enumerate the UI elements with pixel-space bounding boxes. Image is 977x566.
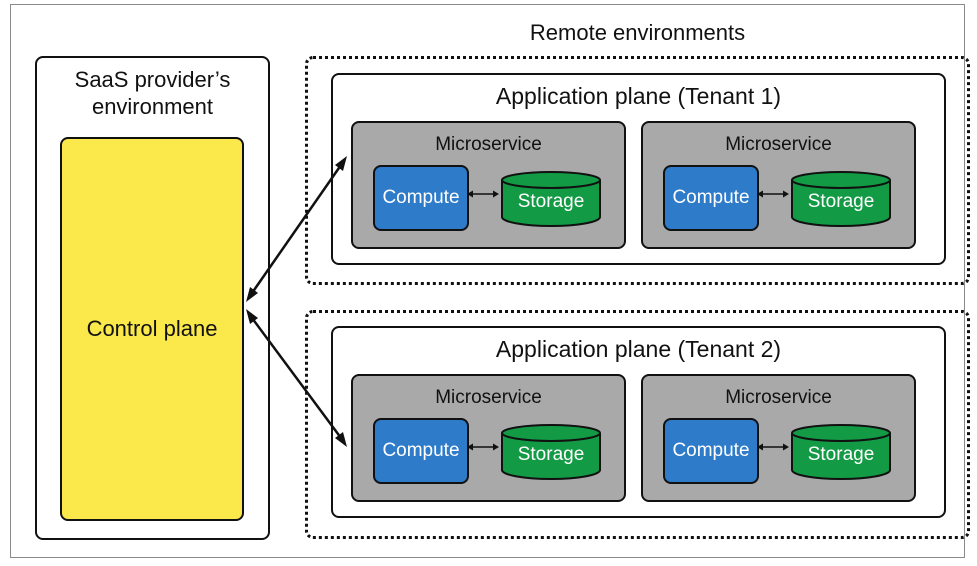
storage-cylinder: Storage [791,171,891,227]
microservice-box: Microservice Compute Storage [641,374,916,502]
storage-label: Storage [517,444,585,465]
storage-label: Storage [807,191,875,212]
compute-box: Compute [373,165,469,231]
compute-box: Compute [373,418,469,484]
compute-box: Compute [663,165,759,231]
compute-storage-link-arrow [757,443,789,451]
microservice-title: Microservice [725,387,832,408]
microservice-title: Microservice [435,387,542,408]
remote-environments-title: Remote environments [529,20,746,45]
control-to-tenant-1-arrow [246,156,347,302]
control-plane-box: Control plane [60,137,244,521]
control-plane-label: Control plane [86,316,218,341]
compute-label: Compute [672,187,750,208]
control-to-tenant-2-arrow [246,309,347,447]
application-plane-tenant-1: Application plane (Tenant 1) Microservic… [331,73,946,265]
compute-label: Compute [382,440,460,461]
application-plane-tenant-2: Application plane (Tenant 2) Microservic… [331,326,946,518]
compute-storage-link-arrow [467,443,499,451]
microservice-box: Microservice Compute Storage [641,121,916,249]
storage-cylinder: Storage [501,171,601,227]
microservice-title: Microservice [435,134,542,155]
storage-cylinder: Storage [791,424,891,480]
storage-label: Storage [517,191,585,212]
microservice-box: Microservice Compute Storage [351,374,626,502]
storage-cylinder: Storage [501,424,601,480]
storage-label: Storage [807,444,875,465]
compute-label: Compute [382,187,460,208]
remote-environment-1 [305,56,970,285]
compute-label: Compute [672,440,750,461]
provider-title-line2: environment [91,94,214,119]
provider-environment-title: SaaS provider’s environment [35,66,270,120]
compute-storage-link-arrow [467,190,499,198]
remote-environment-2 [305,310,970,539]
compute-storage-link-arrow [757,190,789,198]
application-plane-title: Application plane (Tenant 2) [495,336,782,362]
provider-title-line1: SaaS provider’s [74,67,231,92]
microservice-box: Microservice Compute Storage [351,121,626,249]
application-plane-title: Application plane (Tenant 1) [495,83,782,109]
microservice-title: Microservice [725,134,832,155]
compute-box: Compute [663,418,759,484]
